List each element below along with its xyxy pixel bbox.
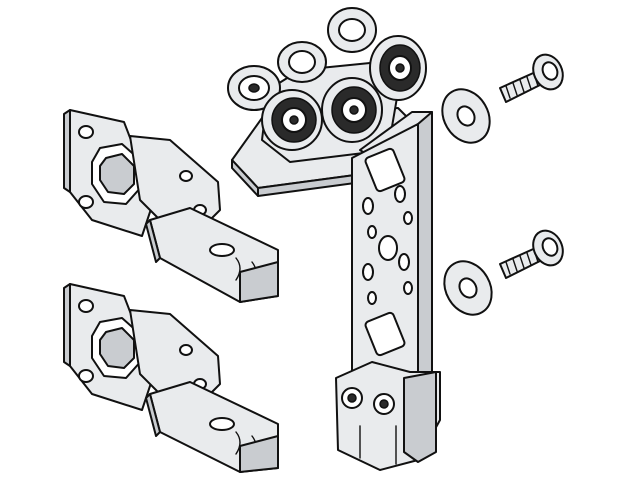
- roller-back-left: [227, 65, 281, 111]
- roller-front-middle: [321, 77, 383, 143]
- screw-bottom: [499, 229, 564, 279]
- roller-front-right: [369, 35, 427, 101]
- washer-top: [441, 88, 491, 144]
- hinge-clamp-top: [63, 109, 279, 303]
- hinge-clamp-bottom: [63, 283, 279, 473]
- roller-back-middle: [277, 41, 327, 83]
- roller-back-right: [327, 7, 377, 53]
- roller-front-left: [261, 89, 323, 151]
- mounting-bracket: [335, 111, 441, 471]
- washer-bottom: [443, 260, 493, 316]
- screw-top: [499, 53, 564, 103]
